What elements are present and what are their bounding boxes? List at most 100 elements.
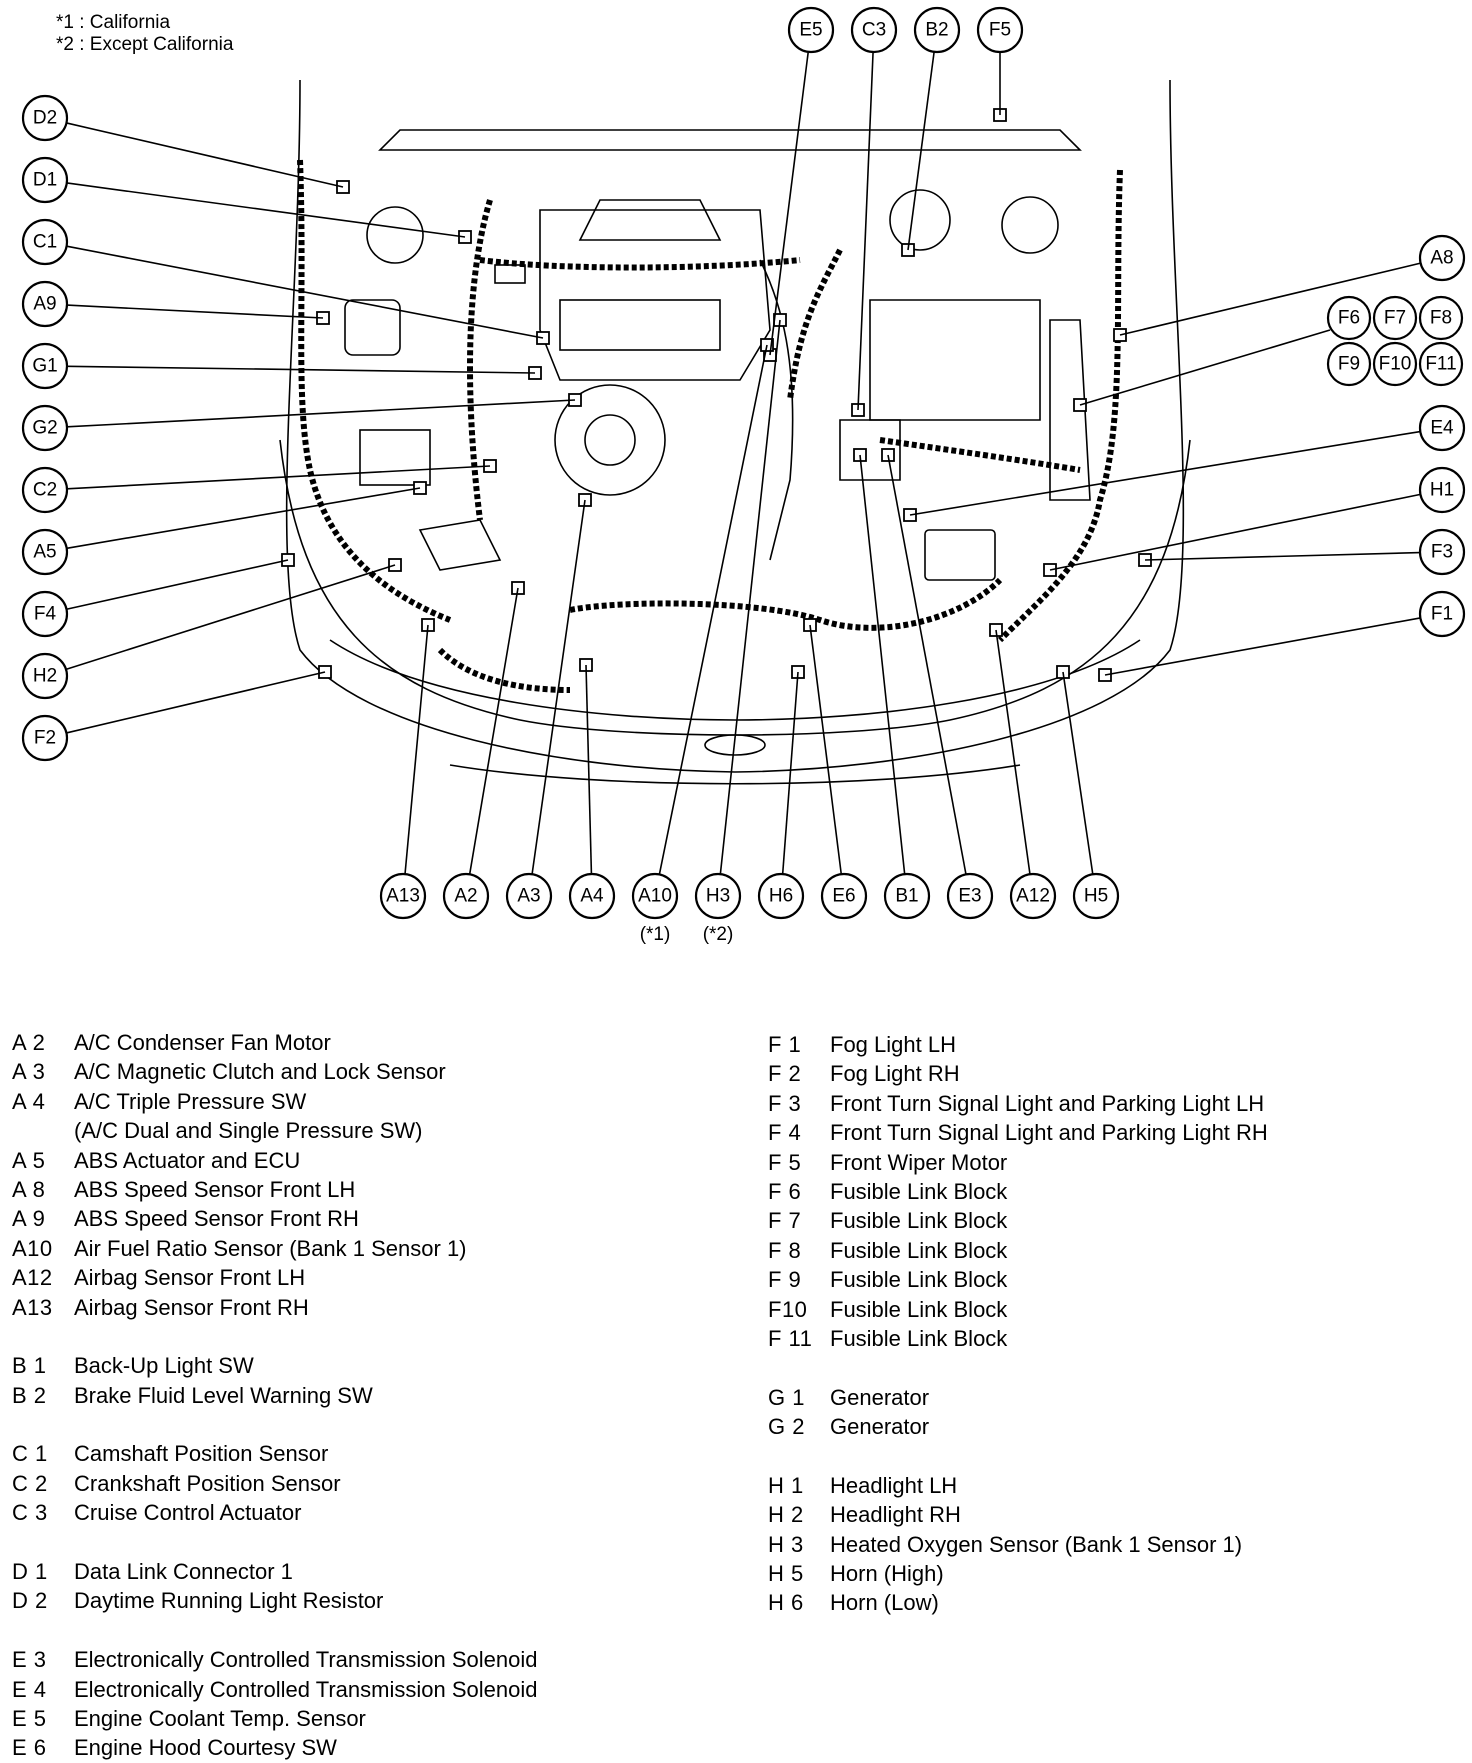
callout-h6: H6 bbox=[757, 872, 805, 920]
callout-a2: A2 bbox=[442, 872, 490, 920]
callout-f4: F4 bbox=[21, 590, 69, 638]
callout-label: F2 bbox=[34, 728, 56, 749]
legend-description: Fusible Link Block bbox=[830, 1325, 1008, 1351]
callout-circle bbox=[21, 94, 69, 142]
callout-circle bbox=[1418, 234, 1466, 282]
legend-description: Air Fuel Ratio Sensor (Bank 1 Sensor 1) bbox=[74, 1235, 467, 1261]
engine-compartment-drawing bbox=[279, 79, 1191, 785]
callout-f6: F6 bbox=[1326, 295, 1372, 341]
callout-g1: G1 bbox=[21, 342, 69, 390]
legend-description: Heated Oxygen Sensor (Bank 1 Sensor 1) bbox=[830, 1531, 1243, 1557]
callout-circle bbox=[379, 872, 427, 920]
legend-code: A 2 bbox=[12, 1030, 46, 1055]
callout-circle bbox=[1372, 341, 1418, 387]
callout-label: C1 bbox=[33, 232, 57, 253]
legend-description: Data Link Connector 1 bbox=[74, 1559, 293, 1585]
leader-line-d2 bbox=[66, 122, 344, 188]
legend-row: A12 Airbag Sensor Front LH bbox=[12, 1263, 537, 1292]
callout-a5: A5 bbox=[21, 528, 69, 576]
callout-e3: E3 bbox=[946, 872, 994, 920]
callout-f3: F3 bbox=[1418, 528, 1466, 576]
legend-description: Camshaft Position Sensor bbox=[74, 1441, 329, 1467]
callout-f10: F10 bbox=[1372, 341, 1418, 387]
callout-circle bbox=[787, 6, 835, 54]
callout-circle bbox=[1418, 590, 1466, 638]
leader-line-c3 bbox=[857, 51, 874, 411]
callout-e6: E6 bbox=[820, 872, 868, 920]
legend-code: D 2 bbox=[12, 1588, 48, 1614]
legend-code: E 4 bbox=[12, 1676, 47, 1702]
callout-circle bbox=[1326, 295, 1372, 341]
legend-code: A 8 bbox=[12, 1176, 46, 1202]
callout-circle bbox=[21, 466, 69, 514]
legend-description: Airbag Sensor Front LH bbox=[74, 1265, 306, 1291]
callout-circle bbox=[976, 6, 1024, 54]
leader-line-a9 bbox=[66, 304, 324, 319]
callout-label: G2 bbox=[32, 418, 57, 439]
connector-markers bbox=[281, 108, 1152, 682]
callout-label: A5 bbox=[33, 542, 56, 563]
leader-line-fuse-block bbox=[1079, 329, 1331, 406]
legend-description: Fusible Link Block bbox=[830, 1208, 1008, 1234]
callout-e5: E5 bbox=[787, 6, 835, 54]
leader-line-a5 bbox=[66, 487, 421, 550]
callout-footnote-marks: (*1)(*2) bbox=[640, 924, 734, 945]
legend-description: Crankshaft Position Sensor bbox=[74, 1470, 341, 1496]
leader-line-a8 bbox=[1119, 262, 1421, 336]
legend-code: G 2 bbox=[768, 1414, 805, 1440]
leader-line-e5 bbox=[769, 51, 810, 356]
callout-circle bbox=[757, 872, 805, 920]
legend-code: C 1 bbox=[12, 1441, 48, 1467]
legend-description: Front Turn Signal Light and Parking Ligh… bbox=[830, 1090, 1265, 1116]
legend-description: A/C Condenser Fan Motor bbox=[74, 1030, 331, 1055]
legend-code: F 5 bbox=[768, 1149, 802, 1175]
callout-circle bbox=[21, 652, 69, 700]
legend-code: F 8 bbox=[768, 1237, 802, 1263]
legend-code: A13 bbox=[12, 1294, 53, 1320]
callout-circle bbox=[1009, 872, 1057, 920]
callout-c2: C2 bbox=[21, 466, 69, 514]
legend-code bbox=[12, 1116, 74, 1145]
legend-description: Electronically Controlled Transmission S… bbox=[74, 1647, 538, 1673]
legend-gap bbox=[12, 1528, 537, 1557]
callout-c3: C3 bbox=[850, 6, 898, 54]
legend-gap bbox=[12, 1410, 537, 1439]
legend-description: Headlight LH bbox=[830, 1472, 958, 1498]
callout-label: A2 bbox=[454, 886, 477, 907]
callout-circle bbox=[820, 872, 868, 920]
legend-code: F 9 bbox=[768, 1267, 802, 1293]
leader-line-a13 bbox=[404, 624, 429, 875]
callout-circle bbox=[1418, 466, 1466, 514]
legend-description: Fog Light LH bbox=[830, 1032, 956, 1057]
callout-label: A10 bbox=[638, 886, 672, 907]
callout-label: F11 bbox=[1425, 354, 1456, 375]
callout-a8: A8 bbox=[1418, 234, 1466, 282]
callout-label: A13 bbox=[386, 886, 420, 907]
legend-gap bbox=[768, 1441, 1268, 1470]
callout-label: F4 bbox=[34, 604, 57, 625]
legend-code: F 3 bbox=[768, 1090, 802, 1116]
legend-code: A10 bbox=[12, 1235, 53, 1261]
callout-a10: A10 bbox=[631, 872, 679, 920]
leader-line-b2 bbox=[907, 51, 935, 251]
leader-line-f3 bbox=[1144, 551, 1421, 561]
legend-code: A12 bbox=[12, 1265, 53, 1291]
callout-h3: H3 bbox=[694, 872, 742, 920]
leader-line-b1 bbox=[859, 454, 906, 875]
leader-line-h3 bbox=[719, 319, 781, 875]
callout-circle bbox=[1418, 295, 1464, 341]
legend-code: H 1 bbox=[768, 1472, 804, 1498]
